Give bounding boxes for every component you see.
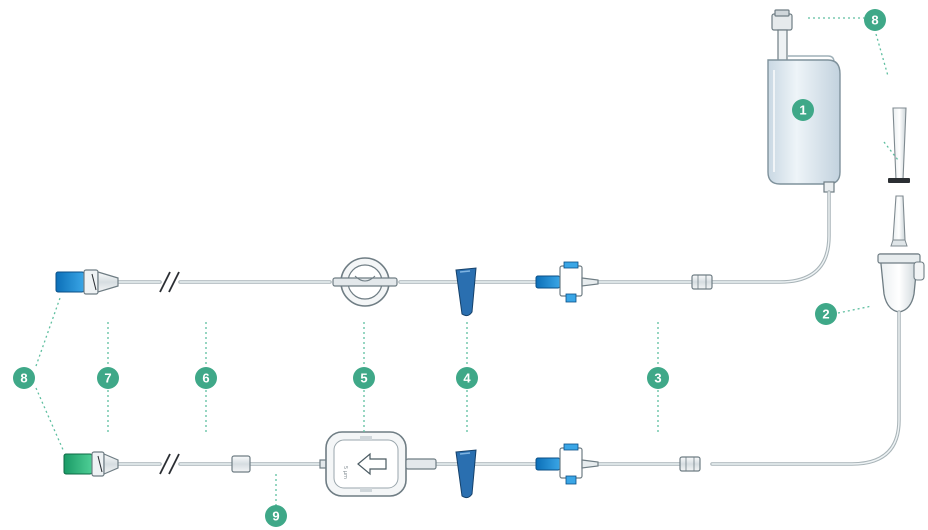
badge-cap-top: 8 xyxy=(864,9,886,31)
luer-connector-blue xyxy=(55,269,119,295)
double-slash-icon xyxy=(159,453,180,475)
filter-print: 5 μm xyxy=(342,466,348,479)
injection-site-bottom xyxy=(535,443,599,485)
injection-site-top xyxy=(535,261,599,303)
badge-stopcock: 9 xyxy=(265,505,287,527)
badge-roller-clamp-text: 4 xyxy=(463,371,471,386)
tube-connector-bottom-left xyxy=(231,455,251,473)
badge-stopcock-text: 9 xyxy=(272,509,279,524)
badge-spike-text: 2 xyxy=(822,307,829,322)
tube-connector-bottom-right xyxy=(679,456,701,472)
badge-spike: 2 xyxy=(815,303,837,325)
protective-cap xyxy=(888,107,910,183)
badge-caps-left: 8 xyxy=(13,367,35,389)
badge-bag-text: 1 xyxy=(799,103,806,118)
badge-caps-left-text: 8 xyxy=(20,371,27,386)
iv-bag xyxy=(767,9,841,193)
badge-bag: 1 xyxy=(792,99,814,121)
spike-drip-chamber xyxy=(877,195,925,313)
badge-tube-segment: 3 xyxy=(647,367,669,389)
badge-filter: 5 xyxy=(353,367,375,389)
badge-connector: 7 xyxy=(97,367,119,389)
badge-line: 6 xyxy=(195,367,217,389)
roller-clamp-top xyxy=(455,267,477,317)
badge-roller-clamp: 4 xyxy=(456,367,478,389)
badge-connector-text: 7 xyxy=(104,371,111,386)
tube-connector-top xyxy=(691,274,713,290)
badge-filter-text: 5 xyxy=(360,371,367,386)
check-valve xyxy=(332,257,398,307)
arrow-left-icon xyxy=(357,452,387,476)
badge-cap-top-text: 8 xyxy=(871,13,878,28)
luer-connector-green xyxy=(63,451,119,477)
double-slash-icon xyxy=(159,271,180,293)
roller-clamp-bottom xyxy=(455,449,477,499)
inline-filter: 5 μm xyxy=(319,431,437,497)
badge-line-text: 6 xyxy=(202,371,209,386)
badge-tube-segment-text: 3 xyxy=(654,371,661,386)
